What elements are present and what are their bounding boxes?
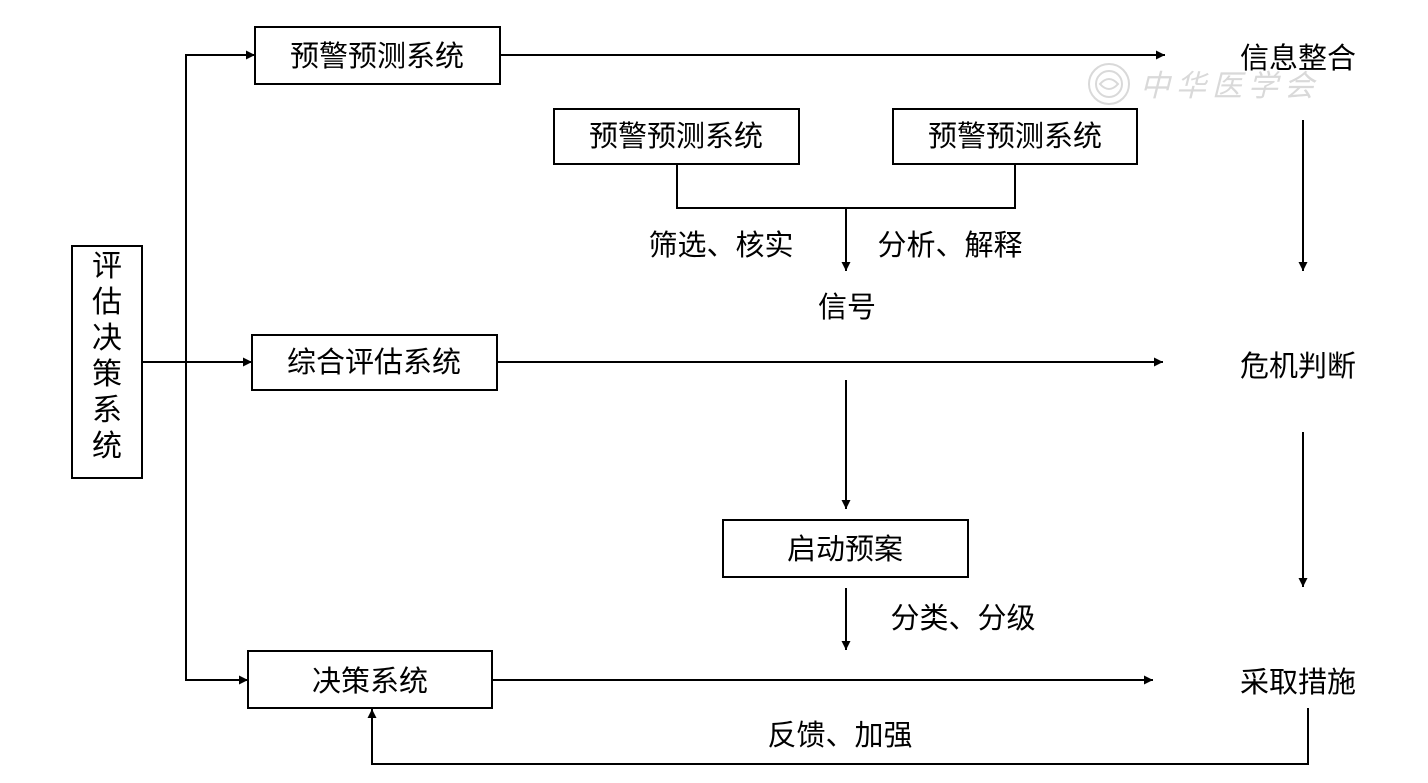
merge-connector xyxy=(676,164,1016,209)
take-measures-label: 采取措施 xyxy=(1240,665,1356,699)
watermark-seal-icon xyxy=(1088,63,1130,105)
comprehensive-eval-label: 综合评估系统 xyxy=(287,345,461,379)
top-forecast-box xyxy=(254,26,501,85)
mid-left-forecast-box xyxy=(553,108,800,165)
eval-system-char: 系 xyxy=(92,393,122,428)
eval-system-char: 策 xyxy=(92,357,122,392)
eval-system-char: 决 xyxy=(92,321,122,356)
top-forecast-label: 预警预测系统 xyxy=(290,39,464,73)
classify-grade-label: 分类、分级 xyxy=(890,601,1035,635)
decision-system-box xyxy=(247,650,493,709)
mid-left-forecast-label: 预警预测系统 xyxy=(589,119,763,153)
start-plan-label: 启动预案 xyxy=(787,532,903,566)
watermark: 中华医学会 xyxy=(1088,63,1320,105)
decision-system-label: 决策系统 xyxy=(312,664,428,698)
comprehensive-eval-box xyxy=(251,334,498,391)
eval-system-label: 评估决策系统 xyxy=(92,249,122,464)
start-plan-box xyxy=(722,519,969,578)
signal-label: 信号 xyxy=(818,290,876,324)
trunk-connector xyxy=(185,54,255,685)
eval-system-char: 评 xyxy=(92,249,122,284)
crisis-judgment-label: 危机判断 xyxy=(1240,349,1356,383)
mid-right-forecast-label: 预警预测系统 xyxy=(928,119,1102,153)
feedback-connector xyxy=(367,708,1309,765)
feedback-label: 反馈、加强 xyxy=(767,718,912,752)
info-integration-label: 信息整合 xyxy=(1240,41,1356,75)
watermark-text: 中华医学会 xyxy=(1140,69,1320,104)
screen-verify-label: 筛选、核实 xyxy=(648,228,793,262)
analyze-explain-label: 分析、解释 xyxy=(877,228,1022,262)
mid-right-forecast-box xyxy=(892,108,1138,165)
eval-system-char: 估 xyxy=(92,285,122,320)
eval-system-char: 统 xyxy=(92,429,122,464)
